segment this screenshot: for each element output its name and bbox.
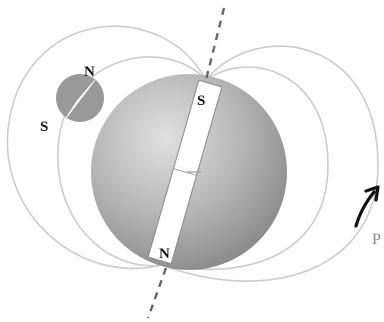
compass-icon [56, 74, 104, 122]
magnet-bottom-pole-label: N [159, 246, 170, 262]
compass-needle [65, 79, 96, 119]
field-lines [6, 25, 379, 282]
bar-magnet [147, 79, 223, 265]
point-p-label: P [372, 231, 381, 248]
field-line-right-inner [161, 66, 329, 271]
rotation-axis [146, 7, 226, 319]
compass-north-label: N [84, 64, 95, 80]
arrow-icon [354, 185, 380, 228]
magnet-top-pole-label: S [197, 93, 205, 109]
magnet-midline [173, 168, 197, 176]
field-line-left-inner [57, 56, 207, 267]
field-line-left-outer [6, 25, 207, 270]
field-line-right-outer [161, 45, 379, 282]
compass-south-label: S [40, 119, 48, 135]
